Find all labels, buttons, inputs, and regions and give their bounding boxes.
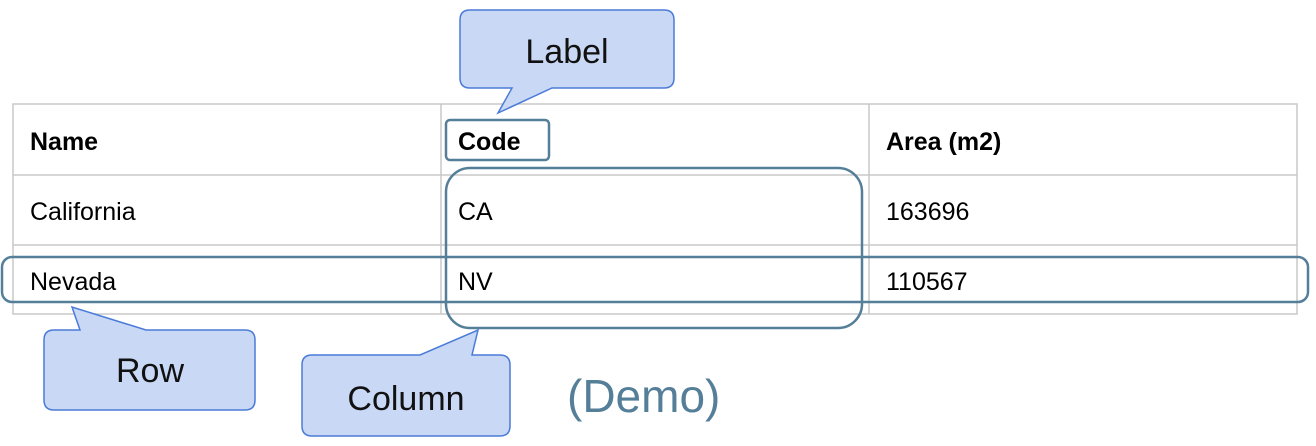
column-callout: Column [301, 328, 511, 437]
row-highlight-box [0, 255, 1310, 304]
header-cell-name: Name [30, 128, 98, 156]
data-table [12, 103, 1298, 315]
callout-column-text: Column [347, 380, 464, 418]
label-callout: Label [459, 9, 675, 115]
table-row: California CA 163696 [30, 198, 969, 226]
table-cell: Nevada [30, 268, 116, 296]
table-cell: 163696 [886, 198, 969, 226]
row-callout: Row [43, 305, 256, 411]
table-border [12, 103, 1298, 315]
table-header-row: Name Code Area (m2) [30, 128, 1001, 156]
table-cell: CA [458, 198, 493, 226]
callout-bubble [301, 328, 511, 437]
header-cell-area: Area (m2) [886, 128, 1001, 156]
callout-bubble [459, 9, 675, 115]
table-cell: California [30, 198, 136, 226]
callout-label-text: Label [525, 33, 608, 71]
callout-row-text: Row [116, 352, 184, 390]
column-highlight-box [444, 166, 864, 330]
label-highlight-box [444, 118, 551, 162]
table-cell: NV [458, 268, 493, 296]
callout-bubble [43, 305, 256, 411]
demo-label: (Demo) [567, 370, 720, 422]
header-cell-code: Code [458, 128, 521, 156]
table-cell: 110567 [886, 268, 968, 296]
table-row: Nevada NV 110567 [30, 268, 968, 296]
